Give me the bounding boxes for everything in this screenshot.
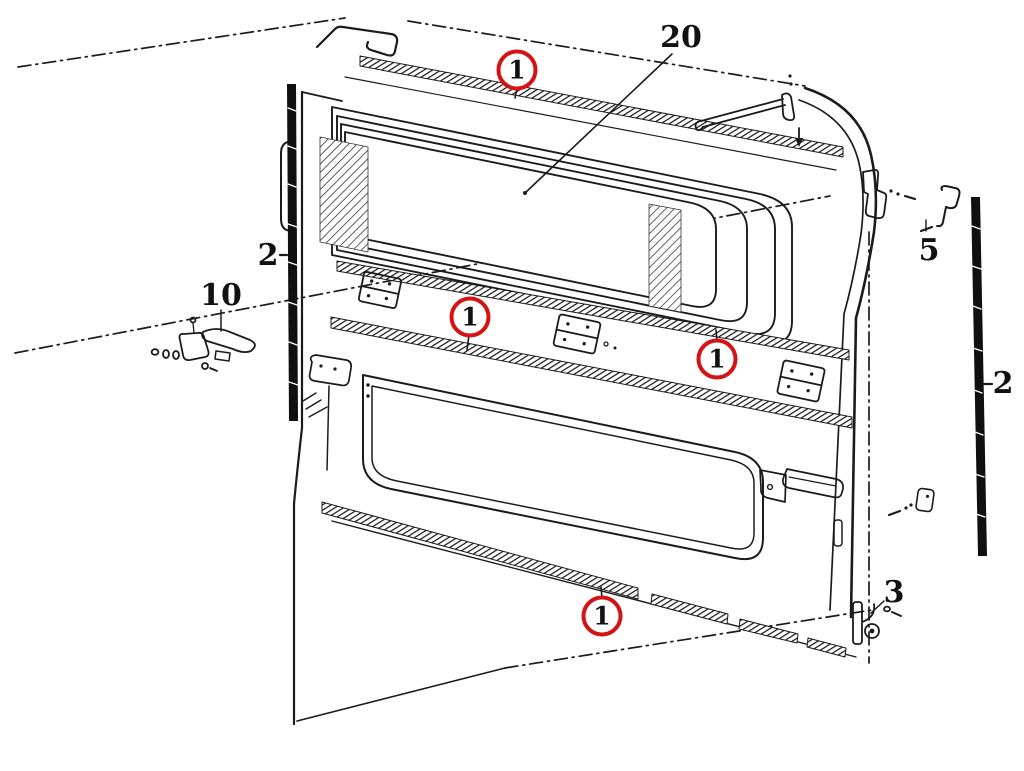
door-bottom-reference-line	[296, 667, 506, 722]
window-sash-20	[319, 76, 837, 345]
hinge-upper-left	[357, 271, 403, 309]
callout-20-4: 20	[660, 20, 702, 55]
channel-strip-2-right	[971, 197, 987, 556]
shade-hatch-left	[319, 136, 369, 253]
callout-3-9: 3	[883, 575, 905, 610]
hinge-middle	[552, 313, 602, 355]
lock-striker	[862, 168, 917, 220]
trim-strip-sill-c	[738, 618, 799, 644]
trim-strips-1	[321, 55, 853, 658]
frame-latch-bracket	[759, 469, 787, 503]
trim-strip-top	[359, 55, 844, 158]
callout-1-circled-1: 1	[449, 296, 491, 338]
stay-rod-top-left	[315, 25, 399, 57]
trim-strip-sill-b	[650, 593, 729, 625]
callout-10-6: 10	[200, 278, 242, 313]
roller-bracket-3	[852, 600, 902, 645]
hinge-screw	[613, 346, 617, 350]
callout-1-circled-0: 1	[496, 49, 538, 91]
trim-strip-mid-lower	[330, 316, 853, 429]
clip-right-mid	[887, 487, 935, 517]
callout-5-7: 5	[918, 233, 940, 268]
callout-2-8: 2	[992, 366, 1014, 401]
hinge-right	[776, 359, 826, 403]
trim-strip-mid-upper	[336, 260, 850, 361]
stay-rod-top-right	[694, 74, 803, 147]
callout-1-circled-2: 1	[696, 338, 738, 380]
callout-2-5: 2	[257, 238, 279, 273]
door-handle-10	[150, 309, 256, 372]
callout-1-circled-3: 1	[581, 595, 623, 637]
trim-strip-sill-d	[806, 637, 847, 658]
shade-hatch-middle	[648, 203, 682, 313]
frame-latch-pin	[833, 519, 843, 547]
projection-lines	[14, 17, 873, 669]
frame-latch-lever	[782, 468, 844, 499]
channel-strip-2-left	[287, 84, 299, 421]
hinge-screw	[603, 341, 609, 347]
frame-left-bracket	[308, 354, 352, 387]
leader-lines	[278, 53, 994, 599]
bracket-5	[919, 185, 961, 233]
lower-window-frame	[308, 354, 844, 560]
trim-strip-sill-a	[321, 501, 639, 600]
